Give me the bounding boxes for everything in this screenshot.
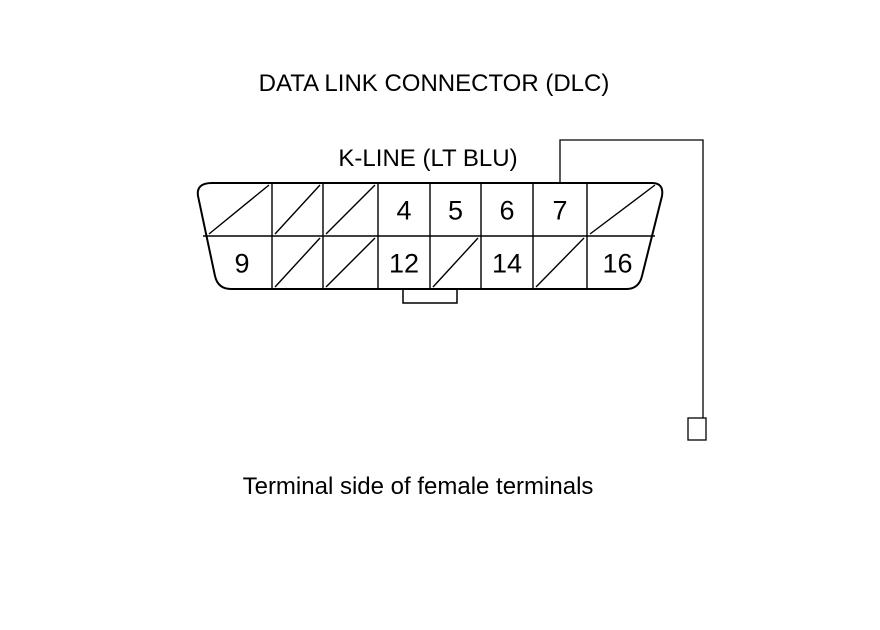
pin-number: 7 [552, 196, 567, 226]
connector-key-tab [402, 287, 458, 304]
pin-number: 16 [602, 249, 632, 279]
caption: Terminal side of female terminals [243, 473, 594, 500]
bottom-row-blank-cell-slash [274, 237, 321, 288]
k-line-wire [559, 139, 704, 418]
wire-label: K-LINE (LT BLU) [338, 145, 517, 172]
pin-number: 14 [492, 249, 522, 279]
pin-number: 12 [389, 249, 419, 279]
wire-terminal-probe [687, 417, 707, 441]
pin-number-layer: 4 5 6 7 9 12 14 16 [234, 196, 632, 279]
pin-number: 9 [234, 249, 249, 279]
top-row-blank-cell-slash [208, 184, 270, 235]
top-row-blank-cell-slash [589, 184, 656, 235]
diagram-title: DATA LINK CONNECTOR (DLC) [259, 70, 610, 97]
bottom-row-blank-cell-slash [535, 237, 585, 288]
bottom-row-blank-cell-slash [432, 237, 479, 288]
pin-number: 5 [448, 196, 463, 226]
bottom-row-blank-cell-slash [325, 237, 376, 288]
pin-number: 6 [499, 196, 514, 226]
top-row-blank-cell-slash [274, 184, 321, 235]
top-row-blank-cell-slash [325, 184, 376, 235]
connector-cell-grid [203, 183, 656, 289]
pin-number: 4 [396, 196, 411, 226]
